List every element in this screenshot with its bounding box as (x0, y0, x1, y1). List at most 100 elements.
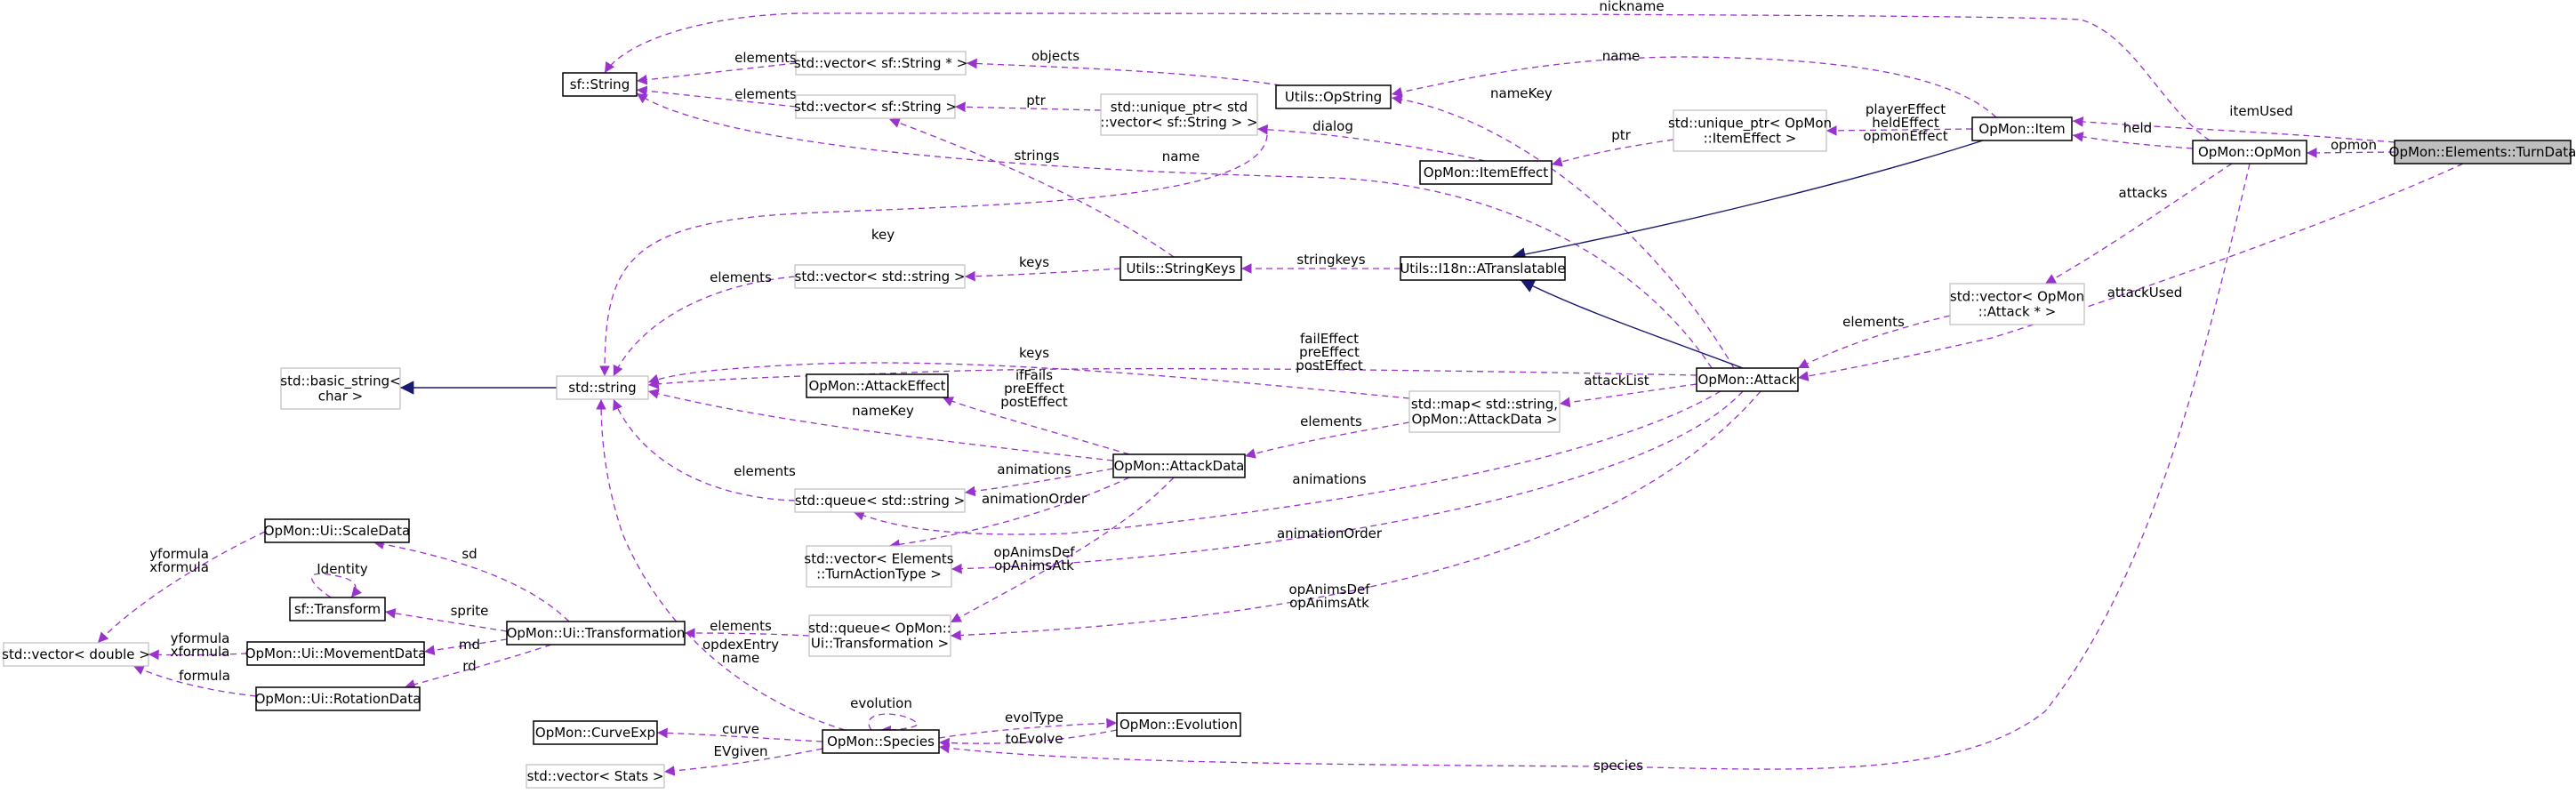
class-node-label-line: std::vector< Stats > (527, 768, 664, 784)
class-node-label-line: std::map< std::string, (1411, 397, 1558, 413)
class-node-opmon-item[interactable]: OpMon::Item (1971, 116, 2073, 141)
edge-label-line: ptr (1026, 92, 1046, 108)
edge-label-line: strings (1015, 148, 1060, 164)
edge-label-ptr-vec: ptr (1026, 92, 1046, 108)
class-node-sf-transform[interactable]: sf::Transform (289, 597, 386, 622)
usage-edge (148, 649, 248, 661)
class-node-opmon-opmon[interactable]: OpMon::OpMon (2192, 140, 2307, 164)
class-node-opmon-attack[interactable]: OpMon::Attack (1696, 367, 1799, 392)
class-node-attackeffect[interactable]: OpMon::AttackEffect (806, 373, 949, 398)
class-node-label-line: sf::Transform (294, 601, 381, 617)
usage-edge (1391, 93, 1735, 369)
edge-label-EVgiven: EVgiven (713, 743, 767, 759)
edge-label-line: Identity (317, 561, 368, 577)
edge-label-evolution: evolution (850, 695, 912, 711)
edge-label-name-attack: name (1162, 148, 1200, 164)
edge-label-line: elements (734, 50, 797, 66)
usage-edge (964, 468, 1114, 497)
class-node-species[interactable]: OpMon::Species (822, 729, 940, 754)
class-node-uptr-itemeffect: std::unique_ptr< OpMon::ItemEffect > (1668, 109, 1832, 152)
class-node-opmon-itemeffect[interactable]: OpMon::ItemEffect (1419, 160, 1553, 185)
class-node-label-line: ::ItemEffect > (1704, 131, 1797, 147)
edge-label-line: evolType (1005, 710, 1063, 726)
edge-label-nameKey-attack: nameKey (1490, 85, 1553, 101)
class-node-rotationdata[interactable]: OpMon::Ui::RotationData (255, 686, 421, 711)
class-node-box (1971, 116, 2073, 141)
usage-edge (951, 390, 1744, 574)
edge-label-line: name (1162, 148, 1200, 164)
class-node-label-line: std::vector< sf::String * > (794, 55, 967, 71)
edge-label-keys-stringkeys: keys (1019, 254, 1049, 270)
class-node-label-line: OpMon::CurveExp (535, 725, 655, 741)
class-node-scaledata[interactable]: OpMon::Ui::ScaleData (264, 518, 411, 543)
edge-label-line: elements (1842, 314, 1905, 330)
class-node-atranslatable[interactable]: Utils::I18n::ATranslatable (1400, 256, 1566, 281)
usage-edge (373, 539, 570, 622)
class-node-turndata[interactable]: OpMon::Elements::TurnData (2389, 140, 2576, 164)
class-node-label-line: OpMon::ItemEffect (1424, 164, 1548, 180)
edge-label-keys-map: keys (1019, 345, 1049, 361)
class-node-label: std::vector< Stats > (527, 768, 664, 784)
usage-edge (938, 163, 2251, 770)
class-node-sf-string[interactable]: sf::String (562, 72, 638, 97)
edge-label-line: postEffect (1000, 394, 1068, 410)
edge-label-animationOrder-ad: animationOrder (982, 491, 1087, 507)
edge-label-elements-vec-attack: elements (1842, 314, 1905, 330)
usage-edge (604, 12, 2211, 141)
class-node-utils-opstring[interactable]: Utils::OpString (1275, 84, 1392, 109)
edge-label-line: animations (997, 461, 1071, 477)
edge-label-animationOrder-attack: animationOrder (1277, 525, 1383, 541)
class-node-utils-stringkeys[interactable]: Utils::StringKeys (1119, 256, 1242, 281)
edge-label-strings: strings (1015, 148, 1060, 164)
class-node-label: sf::Transform (294, 601, 381, 617)
class-node-label-line: OpMon::Ui::MovementData (245, 646, 427, 662)
edge-label-sprite: sprite (451, 603, 489, 619)
class-node-label-line: std::vector< sf::String > (794, 99, 957, 115)
edge-label-attackList: attackList (1584, 373, 1649, 389)
edge-label-line: nameKey (1490, 85, 1553, 101)
class-node-box (822, 729, 940, 754)
usage-edge (954, 101, 1102, 113)
edge-label-line: failEffect (1300, 331, 1359, 347)
class-node-evolution[interactable]: OpMon::Evolution (1116, 712, 1241, 737)
class-node-label-line: std::queue< OpMon:: (808, 621, 951, 637)
class-node-label: OpMon::OpMon (2198, 144, 2301, 160)
edge-label-line: name (722, 650, 760, 666)
class-node-label-line: std::vector< OpMon (1950, 289, 2084, 305)
class-node-label-line: Utils::StringKeys (1127, 261, 1236, 277)
usage-edge (596, 398, 846, 731)
class-node-box (808, 614, 951, 657)
class-node-label-line: ::TurnActionType > (816, 566, 942, 582)
edge-label-elements-map: elements (1300, 413, 1362, 429)
edge-label-line: xformula (171, 644, 230, 660)
class-node-transformation[interactable]: OpMon::Ui::Transformation (506, 621, 686, 646)
edge-label-line: opAnimsDef (993, 544, 1075, 560)
class-node-box (806, 545, 952, 588)
edge-label-animations-ad: animations (997, 461, 1071, 477)
usage-edge (888, 477, 1130, 550)
class-node-vec-stats: std::vector< Stats > (526, 764, 665, 789)
class-node-attackdata[interactable]: OpMon::AttackData (1112, 453, 1246, 478)
edge-label-line: stringkeys (1296, 252, 1365, 268)
edge-label-line: objects (1031, 48, 1079, 64)
class-node-label-line: OpMon::Ui::Transformation (507, 625, 686, 641)
edge-label-line: elements (1300, 413, 1362, 429)
edge-label-line: EVgiven (713, 743, 767, 759)
class-node-curveexp[interactable]: OpMon::CurveExp (533, 720, 658, 745)
edge-label-line: elements (734, 463, 796, 479)
class-node-box (795, 51, 967, 76)
class-node-movementdata[interactable]: OpMon::Ui::MovementData (245, 641, 427, 666)
class-node-label: OpMon::Ui::RotationData (255, 691, 421, 707)
edge-label-held: held (2123, 120, 2152, 136)
class-node-box (795, 94, 956, 119)
class-node-label-line: ::Attack * > (1978, 304, 2057, 320)
edge-label-animations-attack: animations (1292, 471, 1366, 487)
edge-label-line: ptr (1611, 127, 1631, 143)
class-node-box (506, 621, 686, 646)
edge-label-line: elements (710, 618, 772, 634)
edge-label-line: ifFails (1015, 367, 1053, 383)
usage-edge (636, 62, 797, 85)
